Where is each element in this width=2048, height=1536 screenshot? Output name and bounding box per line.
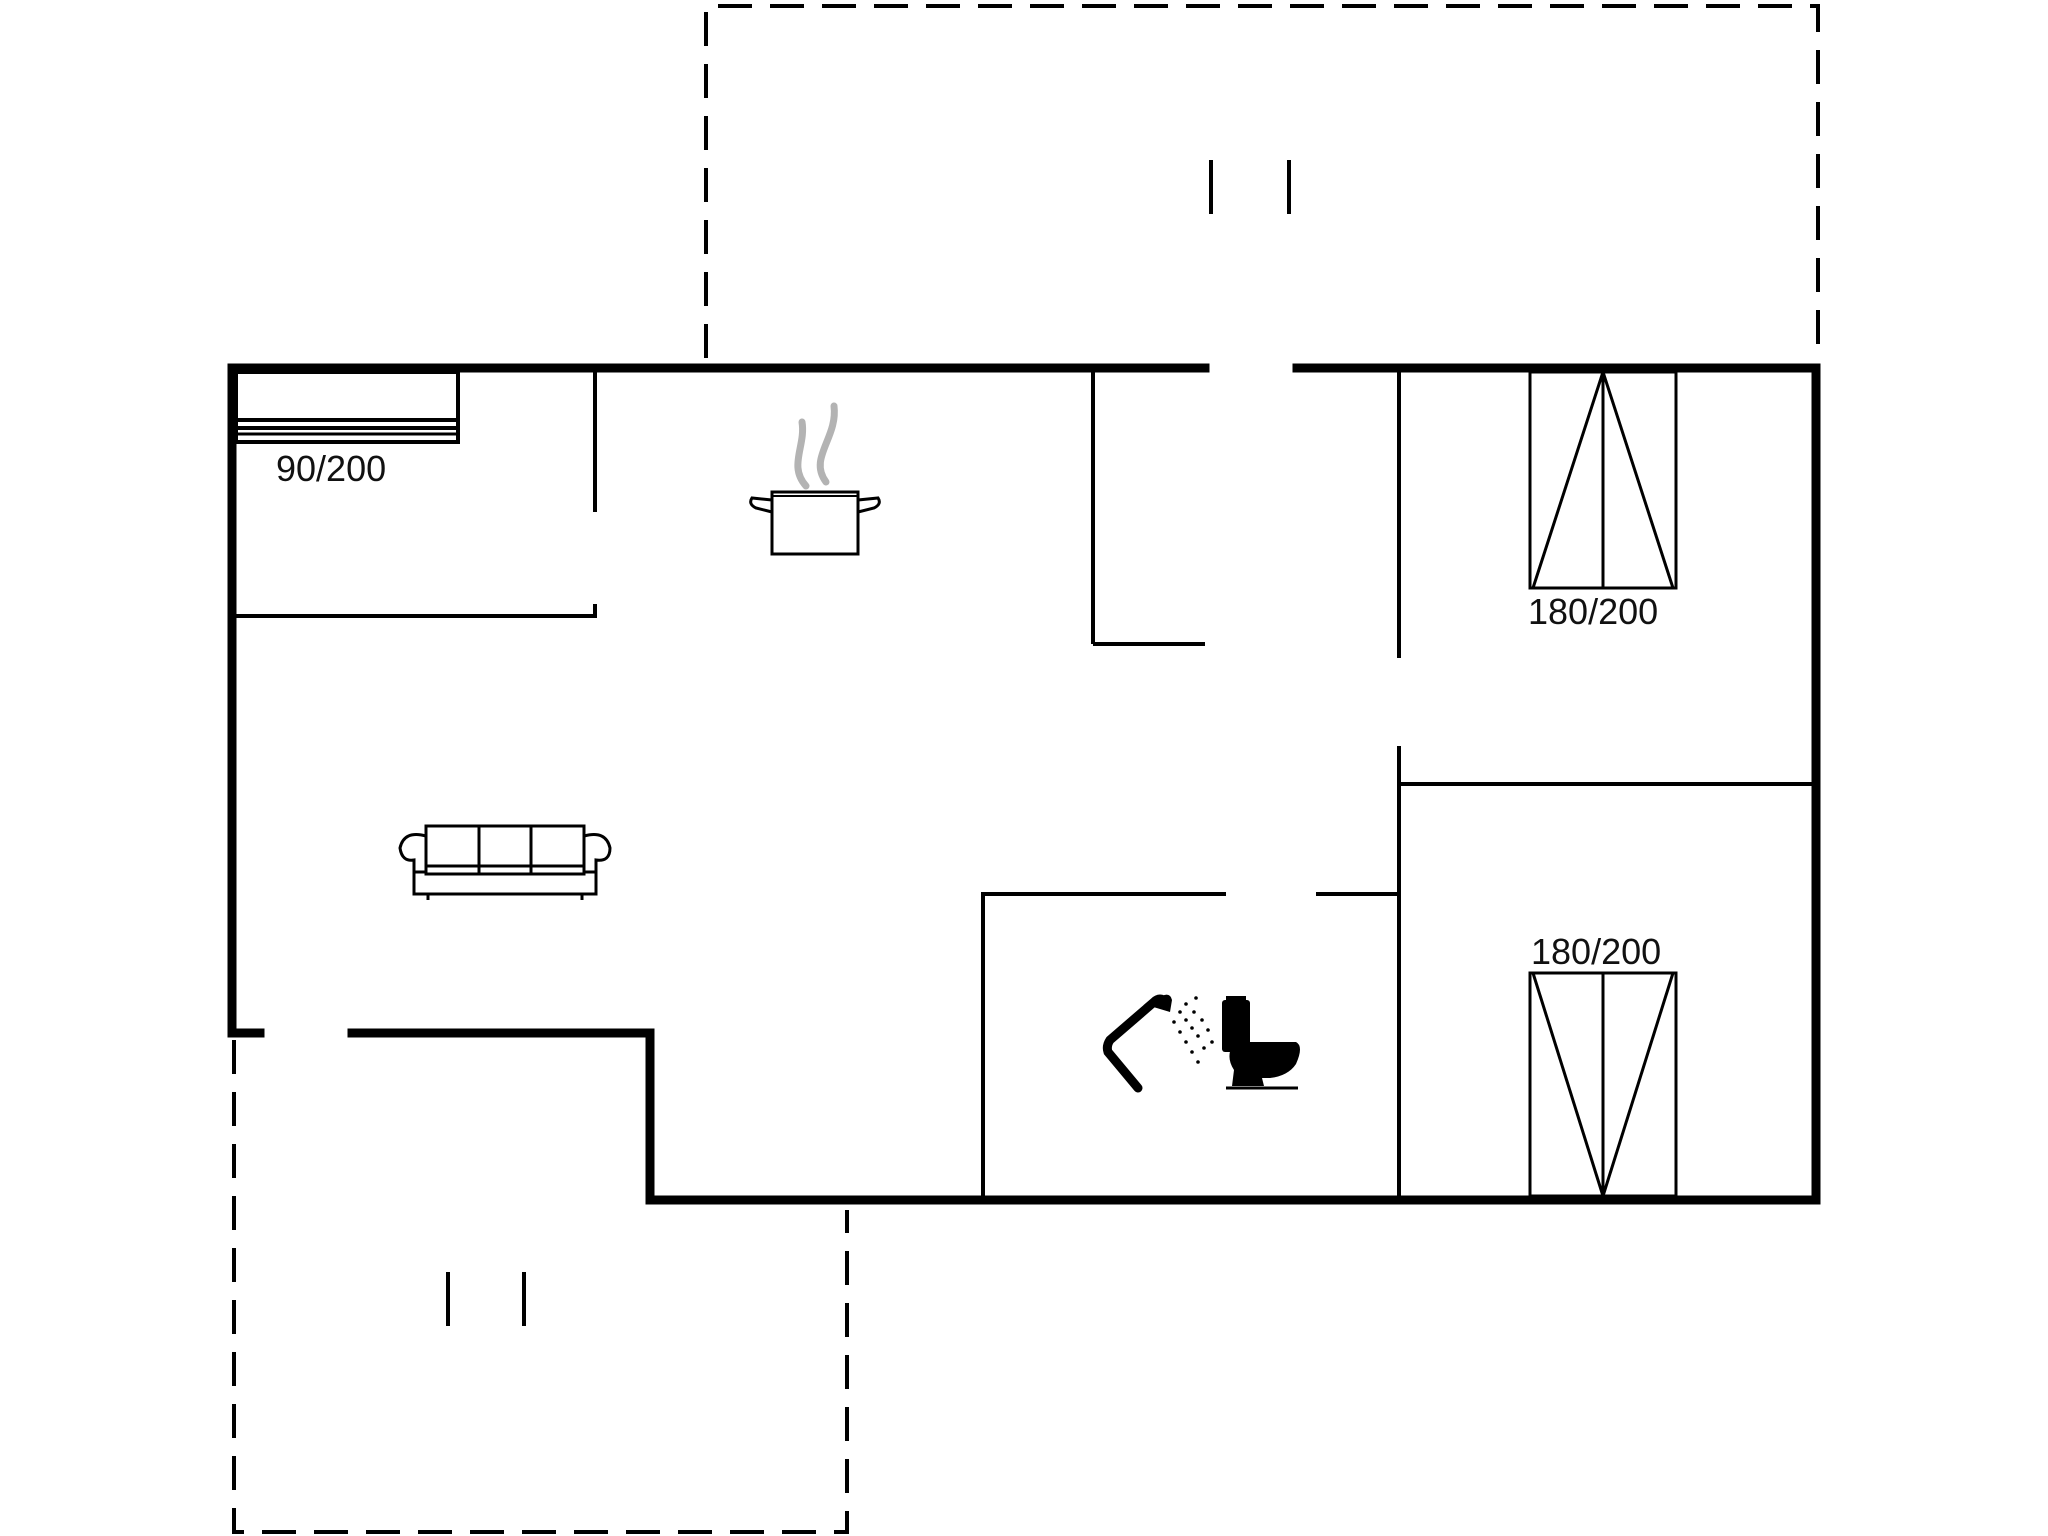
bed-size-label-single: 90/200 (276, 448, 386, 489)
interior-walls (236, 372, 1812, 1196)
exterior-walls (227, 363, 1821, 1205)
terrace-top (704, 4, 1820, 358)
terrace-top-marker (1209, 160, 1291, 214)
shower-icon (1102, 994, 1214, 1093)
cooking-pot-icon (749, 402, 881, 556)
bed-size-label-double-top: 180/200 (1528, 591, 1658, 632)
terrace-bottom-marker (446, 1272, 526, 1326)
toilet-icon (1222, 996, 1300, 1090)
sofa-icon (398, 824, 612, 900)
double-bed-bottom (1528, 971, 1678, 1198)
single-bed (234, 370, 460, 444)
double-bed-top (1528, 370, 1678, 590)
bed-size-label-double-bottom: 180/200 (1531, 931, 1661, 972)
terrace-bottom (232, 1040, 849, 1534)
